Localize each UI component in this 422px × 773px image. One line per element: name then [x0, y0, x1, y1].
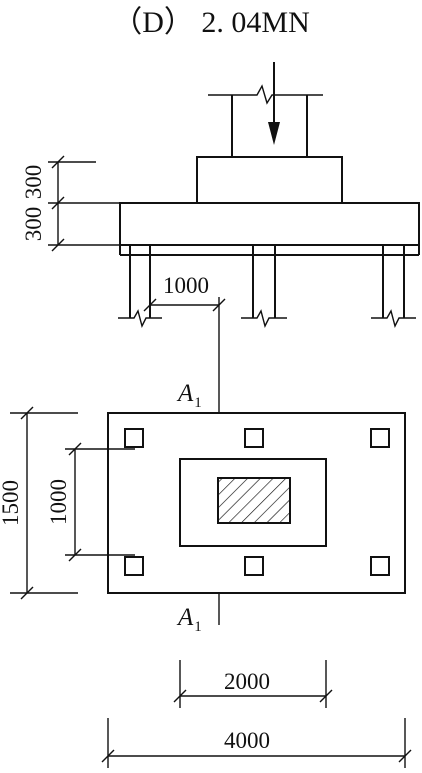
column-section	[217, 477, 291, 524]
pile-square	[370, 428, 390, 448]
pile-right	[371, 245, 416, 328]
plan-view: A1 A1 1500 1000 2000	[0, 380, 412, 768]
pile-square	[244, 556, 264, 576]
pile-cap	[119, 202, 420, 246]
pile-spacing-dimension: 1000	[46, 442, 135, 562]
dim-1000-spacing: 1000	[46, 479, 71, 525]
pile-square	[124, 428, 144, 448]
dim-1500: 1500	[0, 480, 23, 526]
option-label: （D） 2. 04MN	[112, 6, 310, 39]
cap-width-dimension: 4000	[101, 718, 412, 768]
pile-square	[370, 556, 390, 576]
dim-1000-offset: 1000	[163, 273, 209, 298]
pile-middle	[241, 245, 287, 328]
plan-height-dimension: 1500	[0, 406, 78, 600]
dim-300-lower: 300	[21, 207, 46, 242]
pile-square	[124, 556, 144, 576]
section-mark-top: A1	[176, 380, 202, 411]
offset-dimension: 1000	[143, 273, 226, 312]
dim-300-upper: 300	[21, 165, 46, 200]
pile-square	[244, 428, 264, 448]
cap-height-dimension: 300 300	[21, 155, 120, 252]
pedestal-width-dimension: 2000	[173, 660, 333, 708]
elevation-view: 300 300 1000	[21, 62, 420, 328]
pile-left	[118, 245, 162, 328]
dim-2000: 2000	[224, 669, 270, 694]
column	[208, 84, 323, 157]
dim-4000: 4000	[224, 728, 270, 753]
pedestal-step	[196, 156, 343, 204]
load-arrow	[268, 62, 280, 145]
section-mark-bottom: A1	[176, 604, 202, 635]
